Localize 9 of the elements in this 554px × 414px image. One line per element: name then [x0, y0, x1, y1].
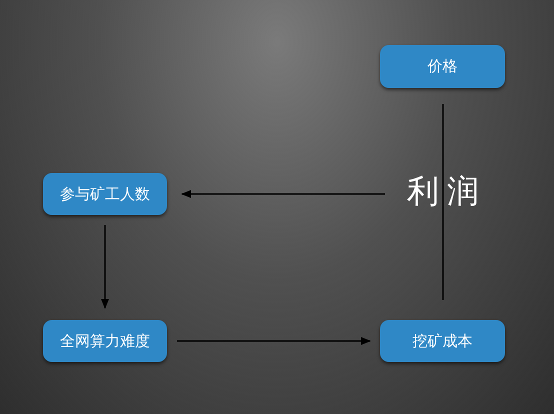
arrow	[181, 190, 385, 198]
process-box: 挖矿成本	[380, 320, 505, 362]
arrow	[177, 337, 371, 345]
process-box: 参与矿工人数	[43, 173, 167, 215]
process-box: 全网算力难度	[43, 320, 167, 362]
process-box: 价格	[380, 45, 505, 88]
node-label: 利润	[400, 170, 486, 214]
arrow	[101, 225, 109, 309]
connector-line	[442, 104, 444, 300]
